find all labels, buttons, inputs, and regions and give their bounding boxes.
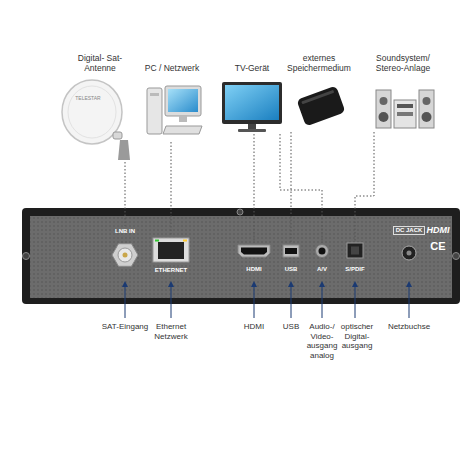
callout-label: Ethernet Netzwerk bbox=[151, 322, 191, 341]
device-caption: PC / Netzwerk bbox=[145, 64, 199, 74]
storage-icon bbox=[296, 86, 345, 127]
device-caption: Digital- Sat-Antenne bbox=[73, 54, 127, 74]
av-jack bbox=[316, 245, 329, 258]
pc-icon bbox=[147, 86, 202, 134]
device-caption-area: PC / Netzwerk bbox=[140, 48, 204, 74]
dc-jack bbox=[402, 246, 416, 260]
port-node: USB bbox=[279, 243, 303, 275]
callout-label: HDMI bbox=[236, 322, 272, 332]
tv-icon bbox=[222, 82, 282, 132]
port-label: DC JACK bbox=[393, 226, 426, 235]
port-node: A/V bbox=[311, 243, 333, 275]
dotted-connection bbox=[254, 134, 255, 243]
device-caption-area: Digital- Sat-Antenne bbox=[55, 48, 145, 74]
device-caption-area: Soundsystem/ Stereo-Anlage bbox=[370, 48, 436, 74]
ethernet-port bbox=[153, 238, 189, 262]
port-label: S/PDIF bbox=[345, 266, 364, 273]
device-caption: TV-Gerät bbox=[235, 64, 269, 74]
device-caption-area: TV-Gerät bbox=[220, 48, 284, 74]
panel-logo: CE bbox=[430, 240, 445, 253]
dotted-connection bbox=[291, 132, 292, 243]
port-label: LNB IN bbox=[115, 228, 135, 235]
device-node: Soundsystem/ Stereo-Anlage bbox=[370, 48, 436, 132]
dotted-connection bbox=[280, 134, 322, 243]
callout-label: SAT-Eingang bbox=[97, 322, 153, 332]
port-node: DC JACK bbox=[391, 224, 428, 268]
port-node: ETHERNET bbox=[150, 236, 192, 276]
device-node: Digital- Sat-Antenne bbox=[55, 48, 145, 162]
callout-label: optischer Digital- ausgang bbox=[337, 322, 377, 351]
callout-label: Audio-/ Video- ausgang analog bbox=[306, 322, 338, 360]
port-node: S/PDIF bbox=[343, 241, 367, 275]
device-caption: Soundsystem/ Stereo-Anlage bbox=[372, 54, 434, 74]
dotted-connection bbox=[125, 162, 126, 226]
hdmi-port bbox=[238, 245, 270, 257]
lnb-connector bbox=[112, 244, 138, 267]
dotted-connection bbox=[355, 132, 374, 241]
device-node: PC / Netzwerk bbox=[140, 48, 204, 142]
port-label: HDMI bbox=[246, 266, 261, 273]
device-node: TV-Gerät bbox=[220, 48, 284, 134]
device-caption-area: externes Speichermedium bbox=[285, 48, 353, 74]
device-caption: externes Speichermedium bbox=[287, 54, 351, 74]
dotted-connection bbox=[171, 142, 172, 236]
port-node: LNB IN bbox=[106, 226, 144, 270]
port-node: HDMI bbox=[234, 243, 274, 275]
panel-logo: HDMI bbox=[427, 225, 450, 235]
callout-label: Netzbuchse bbox=[386, 322, 432, 332]
device-node: externes Speichermedium bbox=[285, 48, 353, 132]
satellite-dish bbox=[62, 80, 130, 160]
callout-label: TELESTAR bbox=[68, 95, 108, 101]
port-label: A/V bbox=[317, 266, 327, 273]
stereo-icon bbox=[376, 90, 434, 128]
port-label: ETHERNET bbox=[155, 267, 187, 274]
receiver-panel: HDMI CE LNB IN ETHERNET HDMI USB A/V S/PDIF DC J… bbox=[22, 208, 460, 304]
spdif-port bbox=[347, 243, 363, 258]
usb-port bbox=[283, 245, 299, 257]
callout-label: USB bbox=[276, 322, 306, 332]
port-label: USB bbox=[285, 266, 298, 273]
